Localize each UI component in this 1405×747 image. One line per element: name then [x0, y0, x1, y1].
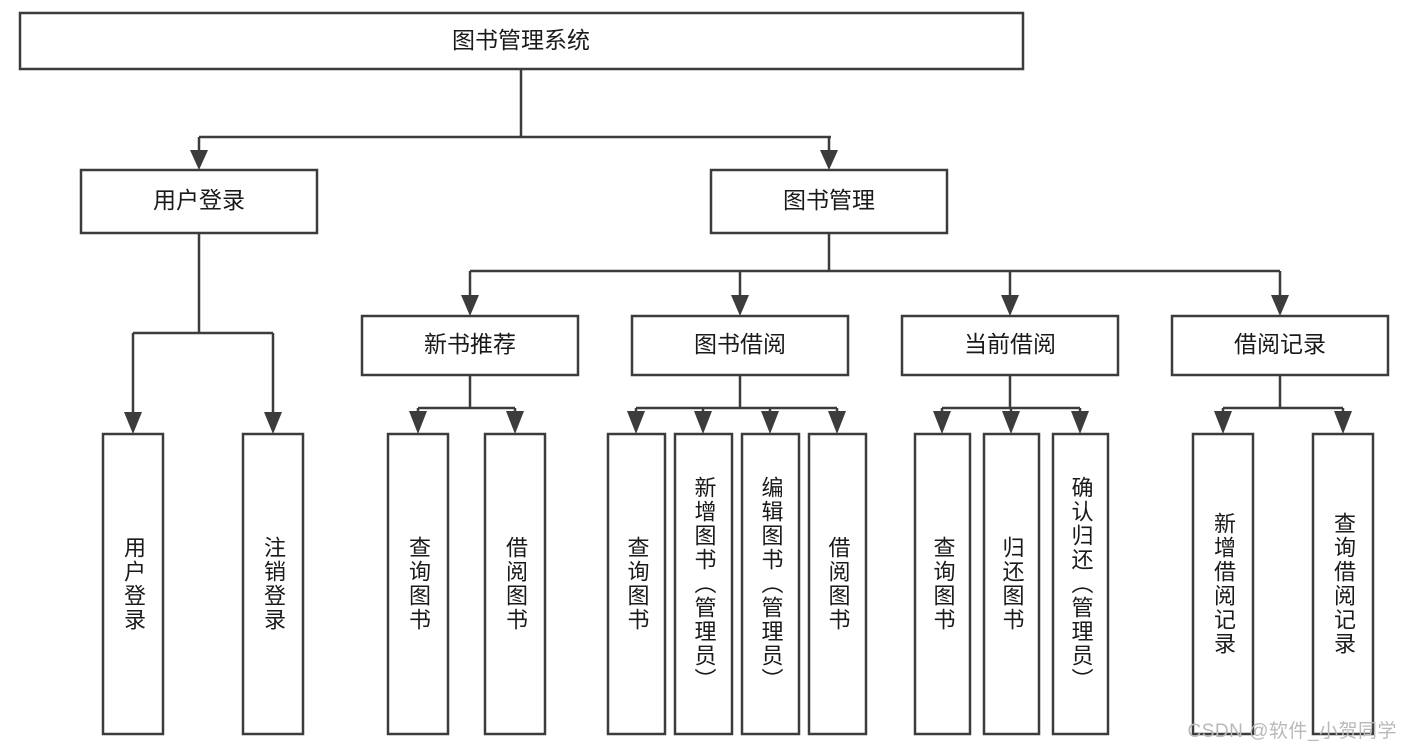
node-box-leaf-bb-add[interactable] — [673, 432, 734, 736]
node-label-borrow-record: 借阅记录 — [1234, 331, 1326, 357]
node-label-book-borrow: 图书借阅 — [694, 331, 786, 357]
node-box-leaf-br-query[interactable] — [1311, 432, 1375, 736]
node-label-current-borrow: 当前借阅 — [964, 331, 1056, 357]
arrow-head-leaf-cb-return — [1002, 411, 1020, 434]
arrow-head-borrow-record — [1271, 295, 1289, 316]
node-box-leaf-bb-query[interactable] — [606, 432, 667, 736]
node-layer: 图书管理系统 用户登录 图书管理 新书推荐 图书借阅 当前借阅 借阅记录 — [18, 11, 1390, 736]
arrow-head-user-login — [190, 150, 208, 170]
arrow-head-leaf-rec-borrow — [506, 411, 524, 434]
arrow-head-new-book-rec — [461, 295, 479, 316]
node-box-leaf-bb-edit[interactable] — [740, 432, 801, 736]
node-label-new-book-rec: 新书推荐 — [424, 331, 516, 357]
arrow-head-leaf-br-add — [1214, 411, 1232, 434]
node-box-leaf-rec-borrow[interactable] — [483, 432, 547, 736]
node-box-leaf-cb-query[interactable] — [913, 432, 972, 736]
arrow-head-leaf-bb-add — [694, 411, 712, 434]
csdn-watermark: CSDN @软件_小贺同学 — [1187, 721, 1397, 742]
node-box-leaf-rec-query[interactable] — [386, 432, 450, 736]
arrow-head-leaf-cb-query — [933, 411, 951, 434]
node-label-root: 图书管理系统 — [452, 27, 590, 53]
node-box-book-manage[interactable] — [709, 168, 949, 235]
arrow-head-leaf-cb-confirm — [1071, 411, 1089, 434]
node-box-borrow-record[interactable] — [1170, 314, 1390, 377]
arrow-head-book-manage — [820, 150, 838, 170]
node-box-leaf-cb-return[interactable] — [982, 432, 1041, 736]
node-label-book-manage: 图书管理 — [783, 187, 875, 213]
arrow-head-leaf-br-query — [1334, 411, 1352, 434]
node-box-root[interactable] — [18, 11, 1025, 71]
arrow-head-leaf-bb-edit — [761, 411, 779, 434]
node-box-current-borrow[interactable] — [900, 314, 1120, 377]
node-box-user-login[interactable] — [79, 168, 319, 235]
arrow-head-leaf-user-login — [124, 412, 142, 434]
node-box-new-book-rec[interactable] — [360, 314, 580, 377]
node-box-book-borrow[interactable] — [630, 314, 850, 377]
node-box-leaf-cb-confirm[interactable] — [1051, 432, 1110, 736]
connector-layer — [124, 69, 1352, 434]
arrow-head-book-borrow — [731, 295, 749, 316]
arrow-head-leaf-rec-query — [409, 411, 427, 434]
arrow-head-leaf-bb-borrow — [828, 411, 846, 434]
node-box-leaf-br-add[interactable] — [1191, 432, 1255, 736]
node-box-leaf-user-login[interactable] — [101, 432, 165, 736]
arrow-head-leaf-bb-query — [627, 411, 645, 434]
arrow-head-leaf-user-logout — [264, 412, 282, 434]
arrow-head-current-borrow — [1001, 295, 1019, 316]
node-label-user-login: 用户登录 — [153, 187, 245, 213]
node-box-leaf-user-logout[interactable] — [241, 432, 305, 736]
node-box-leaf-bb-borrow[interactable] — [807, 432, 868, 736]
